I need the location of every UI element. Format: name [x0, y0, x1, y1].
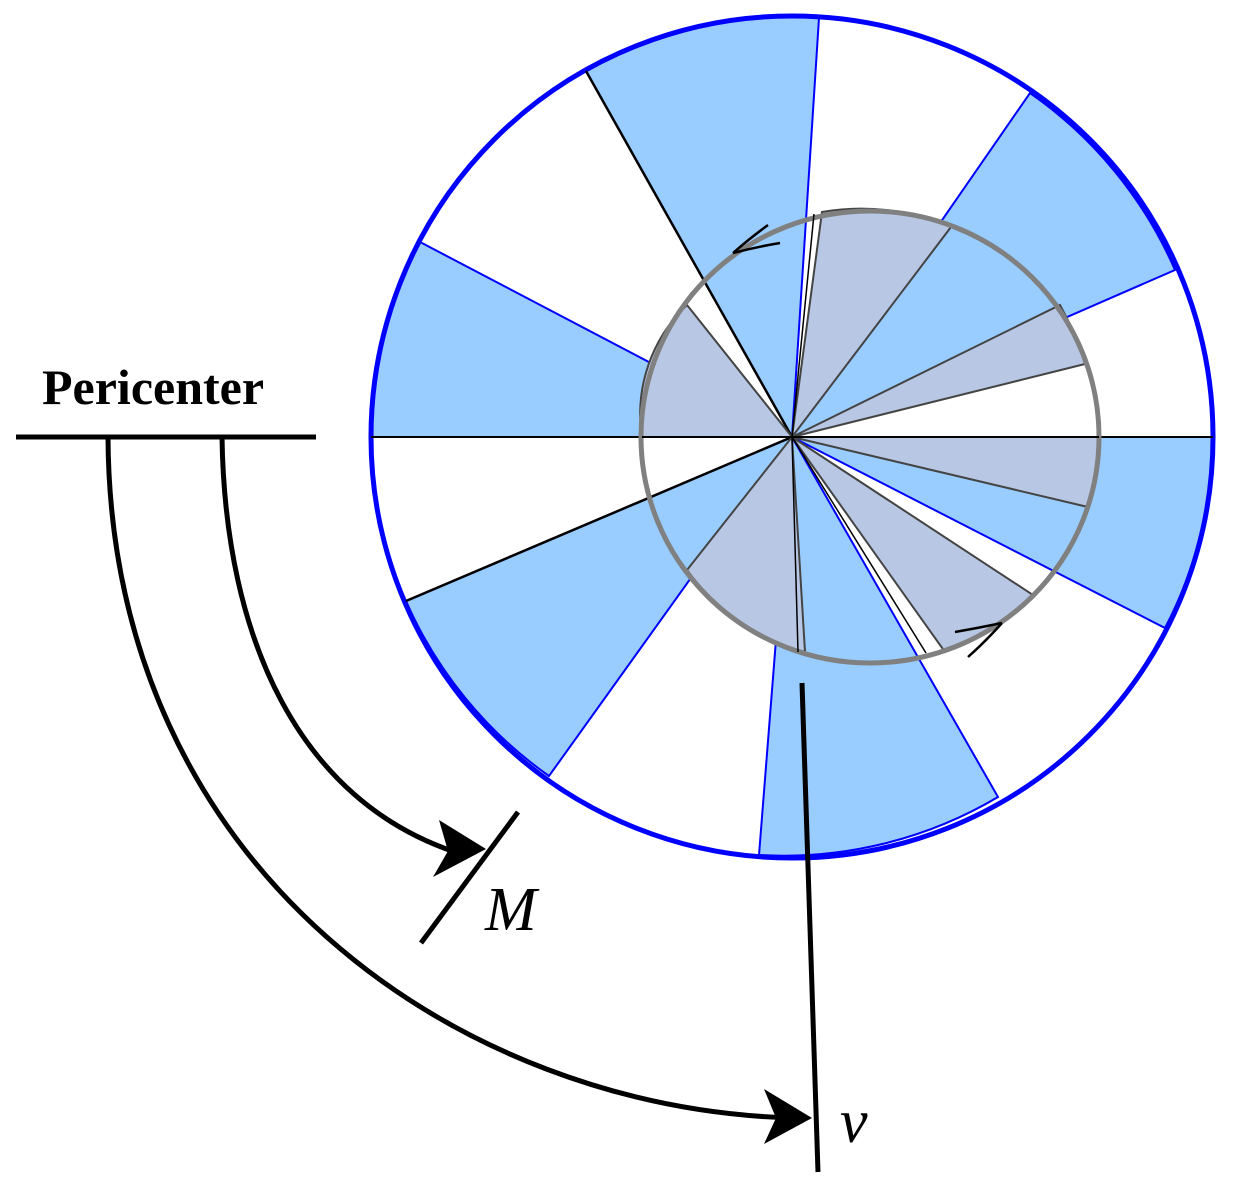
- pericenter-label: Pericenter: [42, 359, 264, 415]
- mean-anomaly-arrowhead-icon: [433, 820, 486, 877]
- true-anomaly-label: ν: [840, 1088, 868, 1156]
- anomaly-arcs: Pericenter M ν: [16, 359, 868, 1173]
- true-anomaly-arc: [105, 436, 796, 1121]
- inner-radius-3: [791, 436, 799, 653]
- inner-sectors: [638, 207, 1102, 666]
- true-anomaly-tick: [799, 682, 821, 1173]
- true-anomaly-arrowhead-icon: [764, 1089, 812, 1144]
- inner-radius-1: [791, 213, 815, 438]
- mean-anomaly-arc: [219, 436, 456, 855]
- inner-radius-2: [791, 436, 927, 654]
- outer-sector-2: [789, 91, 1177, 440]
- orbit-arrow-top-icon: [732, 223, 781, 255]
- mean-anomaly-tick: [418, 810, 521, 945]
- outer-radius-upper-left: [584, 70, 794, 438]
- mean-anomaly-label: M: [484, 876, 540, 944]
- outer-sectors: [368, 13, 1216, 861]
- outer-radius-lower-left: [405, 435, 793, 603]
- orbit-arrow-bottom-icon: [954, 621, 1003, 658]
